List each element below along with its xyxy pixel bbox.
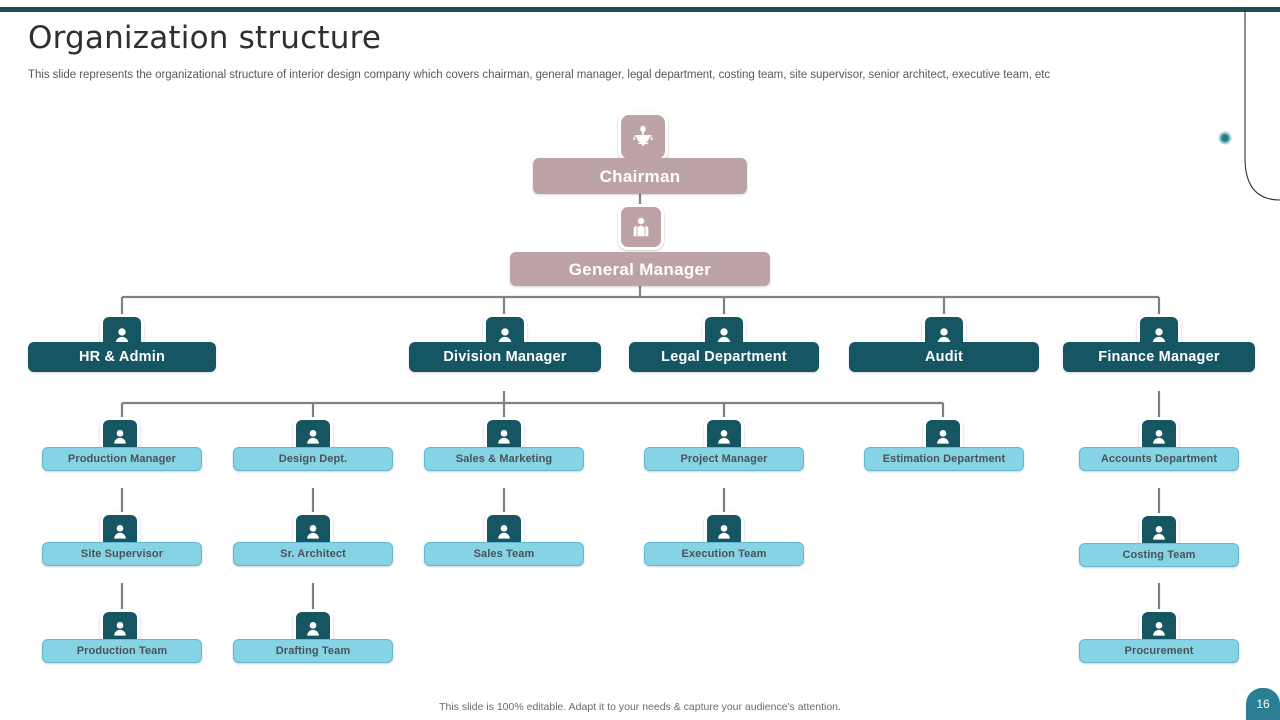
- org-node-procurement-bar[interactable]: Procurement: [1079, 639, 1239, 663]
- org-node-project-manager-label: Project Manager: [680, 452, 768, 465]
- org-node-accounts-department-label: Accounts Department: [1100, 452, 1218, 465]
- org-node-drafting-team-label: Drafting Team: [275, 644, 351, 657]
- org-node-costing-team-bar[interactable]: Costing Team: [1079, 543, 1239, 567]
- org-node-sales-team-label: Sales Team: [473, 547, 535, 560]
- accent-dot-icon: [1218, 131, 1232, 145]
- org-node-general-manager-bar[interactable]: General Manager: [510, 252, 770, 286]
- org-node-execution-team-label: Execution Team: [681, 547, 767, 560]
- page-title: Organization structure: [28, 20, 382, 56]
- org-node-finance-manager-bar[interactable]: Finance Manager: [1063, 342, 1255, 372]
- org-node-production-manager-bar[interactable]: Production Manager: [42, 447, 202, 471]
- org-node-accounts-department-bar[interactable]: Accounts Department: [1079, 447, 1239, 471]
- org-node-division-manager-label: Division Manager: [443, 348, 567, 365]
- org-node-estimation-department-label: Estimation Department: [882, 452, 1006, 465]
- org-node-sr-architect-label: Sr. Architect: [280, 547, 346, 560]
- page-number-tab: 16: [1246, 688, 1280, 720]
- org-node-procurement-label: Procurement: [1124, 644, 1194, 657]
- org-node-sales-marketing-label: Sales & Marketing: [455, 452, 553, 465]
- org-node-hr-admin-label: HR & Admin: [78, 348, 166, 365]
- top-accent-bar: [0, 7, 1280, 12]
- manager-icon: [618, 204, 664, 250]
- org-node-sales-marketing-bar[interactable]: Sales & Marketing: [424, 447, 584, 471]
- org-node-execution-team-bar[interactable]: Execution Team: [644, 542, 804, 566]
- org-node-audit-label: Audit: [924, 348, 964, 365]
- org-node-audit-bar[interactable]: Audit: [849, 342, 1039, 372]
- org-node-sr-architect-bar[interactable]: Sr. Architect: [233, 542, 393, 566]
- org-node-production-team-label: Production Team: [76, 644, 168, 657]
- org-node-costing-team-label: Costing Team: [1122, 548, 1196, 561]
- org-node-general-manager-label: General Manager: [568, 259, 712, 279]
- org-node-drafting-team-bar[interactable]: Drafting Team: [233, 639, 393, 663]
- org-node-chairman-bar[interactable]: Chairman: [533, 158, 747, 194]
- org-node-site-supervisor-label: Site Supervisor: [80, 547, 164, 560]
- org-node-project-manager-bar[interactable]: Project Manager: [644, 447, 804, 471]
- org-node-sales-team-bar[interactable]: Sales Team: [424, 542, 584, 566]
- org-node-estimation-department-bar[interactable]: Estimation Department: [864, 447, 1024, 471]
- org-node-design-dept-label: Design Dept.: [278, 452, 348, 465]
- org-node-finance-manager-label: Finance Manager: [1098, 348, 1220, 365]
- chairman-icon: [618, 112, 668, 162]
- org-node-site-supervisor-bar[interactable]: Site Supervisor: [42, 542, 202, 566]
- org-node-production-team-bar[interactable]: Production Team: [42, 639, 202, 663]
- footer-note: This slide is 100% editable. Adapt it to…: [439, 701, 841, 713]
- org-node-legal-department-label: Legal Department: [661, 348, 787, 365]
- page-subtitle: This slide represents the organizational…: [28, 69, 1051, 81]
- decorative-curve: [1244, 8, 1280, 201]
- org-node-division-manager-bar[interactable]: Division Manager: [409, 342, 601, 372]
- org-node-legal-department-bar[interactable]: Legal Department: [629, 342, 819, 372]
- org-node-design-dept-bar[interactable]: Design Dept.: [233, 447, 393, 471]
- org-node-production-manager-label: Production Manager: [67, 452, 177, 465]
- org-node-chairman-label: Chairman: [599, 166, 681, 186]
- org-node-hr-admin-bar[interactable]: HR & Admin: [28, 342, 216, 372]
